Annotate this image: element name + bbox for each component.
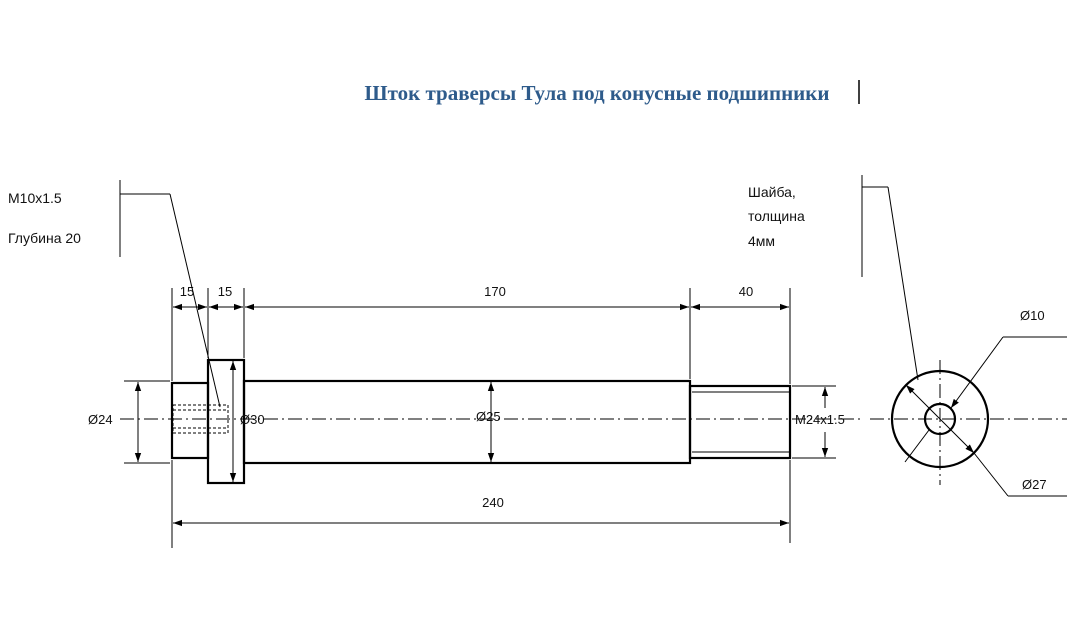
dim-label-washer-inner: Ø10 bbox=[1020, 308, 1045, 323]
dim-label-washer-outer: Ø27 bbox=[1022, 477, 1047, 492]
shaft-outline bbox=[170, 358, 792, 485]
note-depth: Глубина 20 bbox=[8, 230, 81, 246]
dim-line-washer-outer-b bbox=[939, 418, 975, 454]
dim-label-dia-main: Ø25 bbox=[476, 409, 501, 424]
washer-view bbox=[870, 360, 1067, 485]
dim-label-total: 240 bbox=[482, 495, 504, 510]
dim-line-washer-outer-tail bbox=[973, 452, 1009, 497]
shaft-thread-section bbox=[688, 384, 792, 460]
dim-label-thread-end: M24x1.5 bbox=[795, 412, 845, 427]
dim-label-dia-left: Ø24 bbox=[88, 412, 113, 427]
dim-label-len4: 40 bbox=[739, 284, 753, 299]
hidden-threaded-hole bbox=[172, 404, 229, 434]
dim-label-dia-collar: Ø30 bbox=[240, 412, 265, 427]
dim-label-len2: 15 bbox=[218, 284, 232, 299]
dim-label-len3: 170 bbox=[484, 284, 506, 299]
shaft-main-section bbox=[242, 379, 692, 465]
note-washer-line1: Шайба, bbox=[748, 184, 796, 200]
shaft-left-section bbox=[170, 381, 210, 460]
extension-lines bbox=[124, 288, 836, 548]
leader-thread-hole bbox=[119, 180, 221, 408]
leader-washer bbox=[861, 175, 919, 381]
note-washer-line3: 4мм bbox=[748, 233, 775, 249]
drawing-title: Шток траверсы Тула под конусные подшипни… bbox=[365, 81, 830, 105]
dim-line-washer-inner-diag-2 bbox=[904, 429, 930, 463]
dim-label-len1: 15 bbox=[180, 284, 194, 299]
note-thread-hole: M10x1.5 bbox=[8, 190, 62, 206]
washer-inner-circle bbox=[923, 402, 957, 436]
dim-line-washer-outer-a bbox=[905, 384, 941, 420]
dim-line-washer-inner-diag bbox=[950, 336, 1004, 409]
note-washer-line2: толщина bbox=[748, 208, 805, 224]
washer-outer-circle bbox=[890, 369, 990, 469]
